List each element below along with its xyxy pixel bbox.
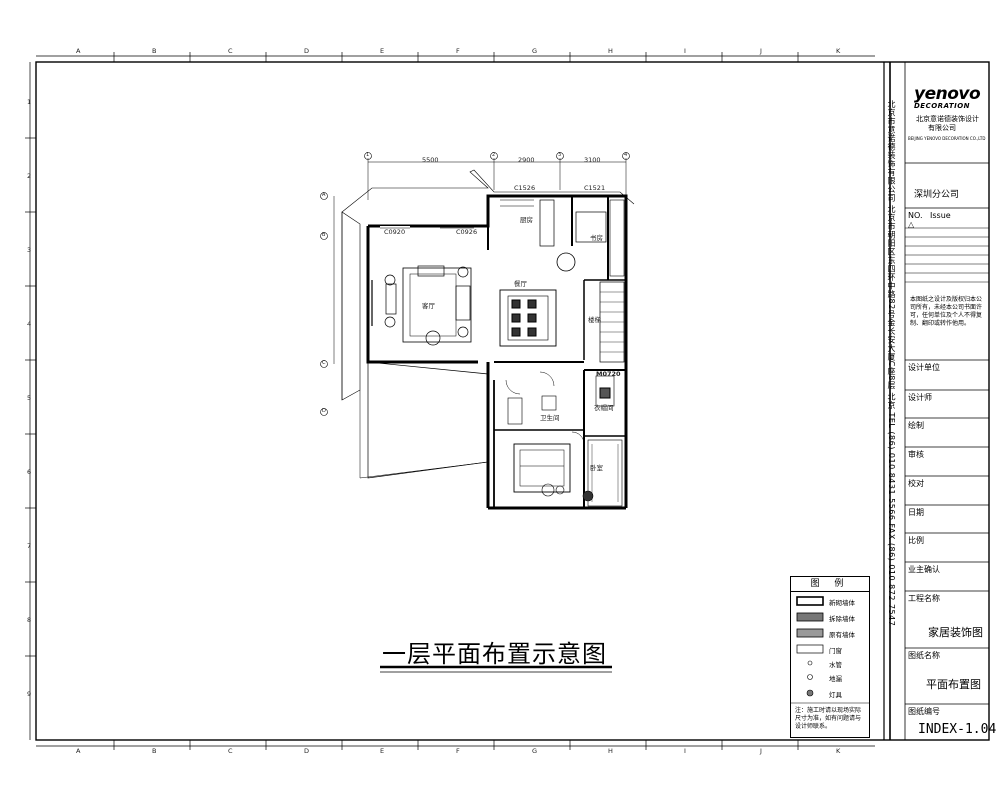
grid-col-label: H xyxy=(608,47,613,55)
revision-issue-label: Issue xyxy=(930,211,951,220)
grid-col-label: C xyxy=(228,47,233,55)
field-design-unit: 设计单位 xyxy=(908,363,940,372)
grid-col-label: E xyxy=(380,47,385,55)
drawing-title-underline xyxy=(380,665,612,673)
axis-letter: D xyxy=(322,408,326,414)
grid-col-label: K xyxy=(836,747,841,755)
legend-item: 地漏 xyxy=(829,675,842,683)
field-date: 日期 xyxy=(908,508,924,517)
room-label-dining: 餐厅 xyxy=(514,280,527,288)
grid-row-label: 6 xyxy=(27,468,32,476)
room-label-study: 书房 xyxy=(590,234,603,242)
axis-number: 1 xyxy=(366,152,370,158)
window-label: C1526 xyxy=(514,184,536,192)
grid-col-label: J xyxy=(760,747,762,755)
legend-item: 拆除墙体 xyxy=(829,615,855,623)
company-name-en: BEIJING YENOVO DECORATION CO.,LTD xyxy=(908,136,986,141)
axis-number: 2 xyxy=(492,152,496,158)
sheet-number-value: INDEX-1.04 xyxy=(918,722,997,737)
grid-row-label: 5 xyxy=(27,394,32,402)
grid-col-label: F xyxy=(456,47,460,55)
field-project-name: 工程名称 xyxy=(908,594,940,603)
copyright-notice: 本图纸之设计及版权归本公司所有，未经本公司书面许可，任何单位及个人不得复制、翻印… xyxy=(910,296,983,327)
company-name-line: 北京意诺德装饰设计 xyxy=(916,115,979,123)
revision-no-label: NO. xyxy=(908,211,923,220)
legend-symbols xyxy=(791,596,869,704)
axis-number: 4 xyxy=(624,152,628,158)
grid-ticks xyxy=(25,52,875,750)
grid-col-label: I xyxy=(684,47,686,55)
legend-item: 门窗 xyxy=(829,647,842,655)
field-designer: 设计师 xyxy=(908,393,932,402)
window-label: C0926 xyxy=(456,228,478,236)
company-name-line: 有限公司 xyxy=(928,124,956,132)
field-sheet-number: 图纸编号 xyxy=(908,707,940,716)
field-reviewed: 审核 xyxy=(908,450,924,459)
grid-col-label: A xyxy=(76,747,81,755)
field-checked: 校对 xyxy=(908,479,924,488)
grid-col-label: G xyxy=(532,47,538,55)
grid-row-label: 7 xyxy=(27,542,32,550)
grid-row-label: 1 xyxy=(27,98,32,106)
legend-item: 新砌墙体 xyxy=(829,599,855,607)
grid-col-label: D xyxy=(304,47,310,55)
axis-letter: A xyxy=(322,192,326,198)
room-label-bath: 卫生间 xyxy=(540,414,560,422)
grid-col-label: D xyxy=(304,747,310,755)
dimension-label: 3100 xyxy=(584,156,601,164)
room-label-bedroom: 卧室 xyxy=(590,464,603,472)
axis-letter: C xyxy=(322,360,326,366)
sheet-name-value: 平面布置图 xyxy=(926,678,981,691)
room-label-closet: 衣帽间 xyxy=(594,404,614,412)
legend-item: 灯具 xyxy=(829,691,842,699)
grid-col-label: I xyxy=(684,747,686,755)
logo-wordmark: yenovo xyxy=(914,84,981,104)
grid-col-label: A xyxy=(76,47,81,55)
grid-row-label: 4 xyxy=(27,320,32,328)
legend-item: 原有墙体 xyxy=(829,631,855,639)
company-logo: yenovo DECORATION xyxy=(914,84,988,111)
project-name-value: 家居装饰图 xyxy=(928,626,983,639)
grid-row-label: 9 xyxy=(27,690,32,698)
grid-col-label: H xyxy=(608,747,613,755)
legend-title: 图 例 xyxy=(791,577,869,592)
legend: 图 例 新砌墙体 拆除墙体 原有墙体 门窗 水管 地漏 灯具 注：施工时请以现场… xyxy=(790,576,870,738)
grid-row-label: 2 xyxy=(27,172,32,180)
grid-col-label: C xyxy=(228,747,233,755)
grid-col-label: B xyxy=(152,747,157,755)
field-scale: 比例 xyxy=(908,536,924,545)
grid-col-label: G xyxy=(532,747,538,755)
revision-mark: △ xyxy=(908,220,915,229)
company-address-vertical: 北京市意诺德装饰有限公司 北京市朝阳区东四环中路82号金长安大厦C座8层 北京 … xyxy=(887,100,896,627)
sheet-border xyxy=(35,61,990,741)
legend-item: 水管 xyxy=(829,661,842,669)
grid-row-label: 3 xyxy=(27,246,32,254)
grid-col-label: J xyxy=(760,47,762,55)
grid-col-label: E xyxy=(380,747,385,755)
window-label: C1521 xyxy=(584,184,606,192)
field-drawn: 绘制 xyxy=(908,421,924,430)
grid-col-label: K xyxy=(836,47,841,55)
axis-letter: B xyxy=(322,232,326,238)
logo-subtitle: DECORATION xyxy=(914,102,971,110)
grid-row-label: 8 xyxy=(27,616,32,624)
axis-number: 3 xyxy=(558,152,562,158)
room-label-kitchen: 厨房 xyxy=(520,216,533,224)
door-label: M0720 xyxy=(596,370,621,378)
field-owner-confirm: 业主确认 xyxy=(908,565,940,574)
room-label-living: 客厅 xyxy=(422,302,435,310)
grid-col-label: B xyxy=(152,47,157,55)
branch-name: 深圳分公司 xyxy=(914,190,960,200)
field-sheet-name: 图纸名称 xyxy=(908,651,940,660)
room-label-stair: 楼梯 xyxy=(588,316,601,324)
grid-col-label: F xyxy=(456,747,460,755)
dimension-label: 5500 xyxy=(422,156,439,164)
floor-plan xyxy=(320,152,635,510)
title-block-frame xyxy=(883,62,989,740)
legend-note: 注：施工时请以现场实际尺寸为准，如有问题请与设计师联系。 xyxy=(795,707,862,730)
drawing-title: 一层平面布置示意图 xyxy=(382,640,607,668)
window-label: C0920 xyxy=(384,228,406,236)
dimension-label: 2900 xyxy=(518,156,535,164)
